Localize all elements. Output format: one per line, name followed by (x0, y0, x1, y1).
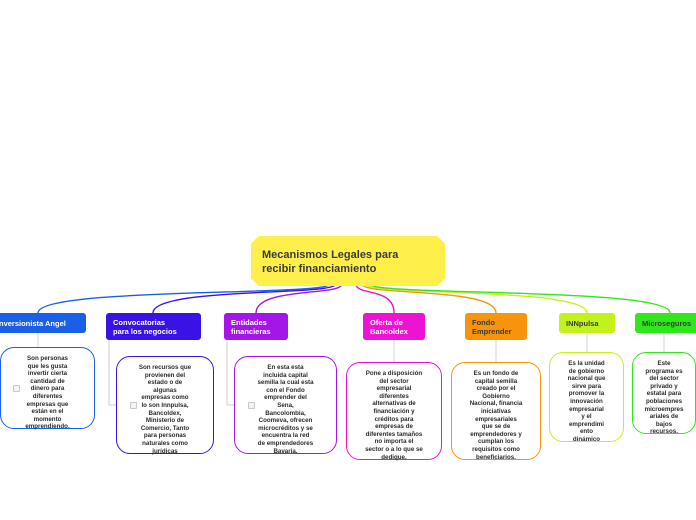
note-fondo-emprender[interactable]: Es un fondo de capital semilla creado po… (451, 362, 541, 461)
topic-label-line-1: Fondo (472, 317, 495, 327)
topic-label-line-1: Entidades (231, 317, 267, 327)
topic-label-line-2: para los negocios (113, 326, 177, 336)
topic-entidades-financieras[interactable]: Entidades financieras (224, 313, 288, 340)
note-text: Son personas que les gusta invertir cier… (25, 355, 70, 431)
note-handle-icon[interactable] (130, 402, 137, 409)
connector-line (355, 283, 395, 314)
connector-line (152, 283, 337, 314)
central-topic-line-2: recibir financiamiento (262, 263, 377, 275)
topic-innpulsa[interactable]: INNpulsa (559, 313, 615, 333)
topic-label-line-1: Oferta de (370, 317, 403, 327)
note-text: Son recursos que provienen del estado o … (138, 364, 192, 455)
connector-line (365, 283, 588, 314)
topic-label-line-1: INNpulsa (566, 318, 599, 328)
central-topic-line-1: Mecanismos Legales para (262, 249, 399, 261)
note-oferta-bancoldex[interactable]: Pone a disposición del sector empresaria… (346, 362, 442, 461)
connector-line (255, 283, 343, 314)
topic-label-line-1: nversionista Angel (0, 318, 66, 328)
topic-microseguros[interactable]: Microseguros (635, 313, 696, 333)
connector-line (37, 283, 331, 314)
note-handle-icon[interactable] (248, 402, 255, 409)
connector-line (369, 283, 671, 314)
topic-label-line-2: Bancoldex (370, 326, 408, 336)
note-handle-icon[interactable] (13, 385, 20, 392)
note-microseguros[interactable]: Este programa es del sector privado y es… (632, 352, 696, 436)
topic-convocatorias[interactable]: Convocatorias para los negocios (106, 313, 201, 340)
central-topic[interactable]: Mecanismos Legales para recibir financia… (251, 236, 445, 286)
topic-inversionista-angel[interactable]: nversionista Angel (0, 313, 86, 333)
topic-fondo-emprender[interactable]: Fondo Emprender (465, 313, 527, 340)
topic-label-line-2: Emprender (472, 326, 512, 336)
topic-label-line-1: Microseguros (642, 318, 692, 328)
note-innpulsa[interactable]: Es la unidad de gobierno nacional que si… (549, 352, 624, 443)
connector-line (361, 283, 497, 314)
note-text: Este programa es del sector privado y es… (644, 360, 684, 436)
note-text: En esta esta incluida capital semilla la… (257, 364, 314, 455)
note-text: Es la unidad de gobierno nacional que si… (567, 360, 606, 443)
topic-label-line-2: financieras (231, 326, 271, 336)
note-text: Es un fondo de capital semilla creado po… (469, 370, 523, 461)
topic-oferta-bancoldex[interactable]: Oferta de Bancoldex (363, 313, 425, 340)
note-text: Pone a disposición del sector empresaria… (365, 370, 423, 461)
topic-label-line-1: Convocatorias (113, 317, 166, 327)
